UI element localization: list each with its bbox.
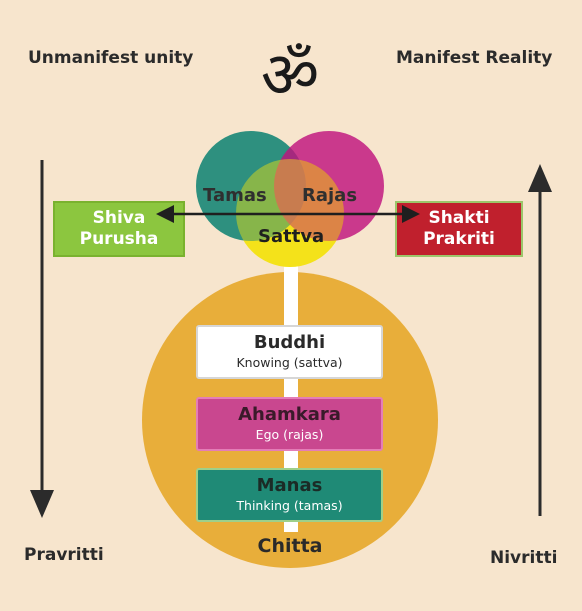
buddhi-subtitle: Knowing (sattva): [236, 355, 343, 370]
prakriti-label: Prakriti: [423, 229, 495, 249]
shiva-purusha-box: Shiva Purusha: [53, 201, 185, 257]
om-icon: ॐ: [260, 39, 320, 113]
shakti-label: Shakti: [428, 208, 490, 228]
bottom-left-label: Pravritti: [24, 545, 104, 565]
buddhi-title: Buddhi: [253, 332, 326, 353]
purusha-label: Purusha: [79, 229, 159, 249]
tamas-label: Tamas: [203, 185, 267, 206]
sattva-overlay: [236, 159, 344, 267]
ahamkara-title: Ahamkara: [238, 404, 341, 425]
chitta-label: Chitta: [257, 535, 323, 557]
shiva-label: Shiva: [92, 208, 146, 228]
rajas-label: Rajas: [302, 185, 358, 206]
manas-subtitle: Thinking (tamas): [236, 498, 343, 513]
shakti-prakriti-box: Shakti Prakriti: [395, 201, 523, 257]
sattva-label: Sattva: [258, 226, 325, 247]
nivritti-arrow-head: [528, 164, 552, 192]
top-left-label: Unmanifest unity: [28, 48, 194, 68]
manas-title: Manas: [256, 475, 323, 496]
bottom-right-label: Nivritti: [490, 548, 558, 568]
ahamkara-subtitle: Ego (rajas): [255, 427, 324, 442]
pravritti-arrow-head: [30, 490, 54, 518]
manas-box: Manas Thinking (tamas): [196, 468, 383, 522]
top-right-label: Manifest Reality: [396, 48, 553, 68]
buddhi-box: Buddhi Knowing (sattva): [196, 325, 383, 379]
ahamkara-box: Ahamkara Ego (rajas): [196, 397, 383, 451]
